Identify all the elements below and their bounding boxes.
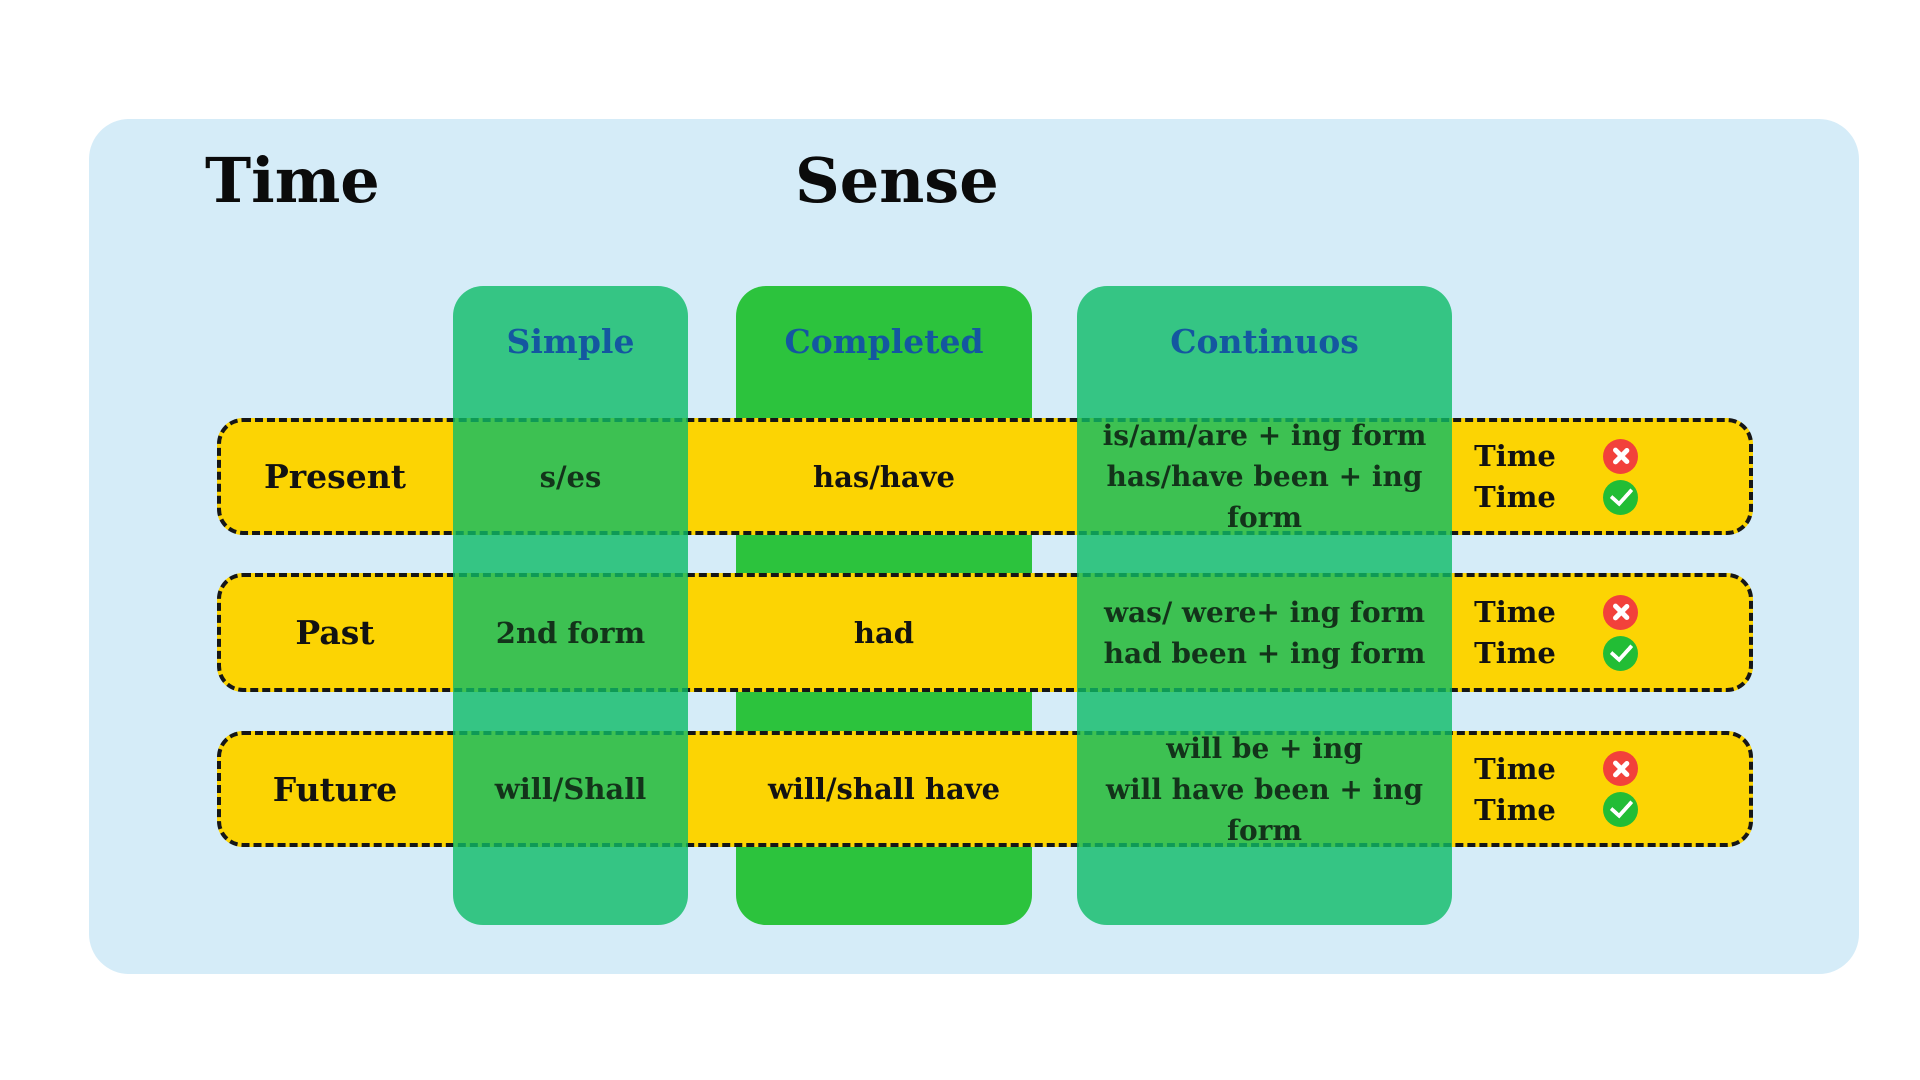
cross-icon bbox=[1603, 438, 1638, 474]
title-sense: Sense bbox=[795, 144, 999, 217]
continuous-line: will be + ing bbox=[1166, 731, 1363, 765]
continuous-line: was/ were+ ing form bbox=[1103, 595, 1426, 629]
time-label: Time bbox=[1474, 751, 1556, 786]
time-status-row: Time bbox=[1445, 592, 1675, 633]
column-header-completed: Completed bbox=[784, 321, 984, 361]
check-icon bbox=[1603, 792, 1638, 827]
time-label: Time bbox=[1474, 480, 1556, 514]
continuous-line: had been + ing form bbox=[1103, 636, 1426, 670]
column-header-continuous: Continuos bbox=[1170, 321, 1359, 361]
check-icon bbox=[1603, 479, 1638, 515]
continuous-line: is/am/are + ing form bbox=[1102, 419, 1427, 452]
time-label: Time bbox=[1474, 439, 1556, 473]
cell-future-completed: will/shall have bbox=[767, 772, 1001, 806]
check-icon bbox=[1603, 635, 1638, 671]
cell-future-continuous: will be + ing will have been + ing form bbox=[1077, 731, 1452, 847]
row-label-future: Future bbox=[272, 769, 398, 809]
time-status-row: Time bbox=[1445, 436, 1675, 477]
column-header-simple: Simple bbox=[506, 321, 635, 361]
cell-present-simple: s/es bbox=[539, 459, 602, 494]
cell-future-simple: will/Shall bbox=[494, 772, 647, 806]
cell-past-time: Time Time bbox=[1445, 573, 1675, 692]
cell-future-time: Time Time bbox=[1445, 731, 1675, 847]
cross-icon bbox=[1603, 751, 1638, 786]
title-time: Time bbox=[205, 144, 380, 217]
time-status-row: Time bbox=[1445, 477, 1675, 518]
time-status-row: Time bbox=[1445, 789, 1675, 830]
row-label-past: Past bbox=[295, 613, 375, 652]
cell-past-continuous: was/ were+ ing form had been + ing form bbox=[1077, 573, 1452, 692]
column-simple bbox=[453, 286, 688, 925]
continuous-line: has/have been + ing form bbox=[1106, 460, 1423, 534]
cell-present-continuous: is/am/are + ing form has/have been + ing… bbox=[1077, 418, 1452, 535]
cell-past-completed: had bbox=[853, 615, 915, 650]
cross-icon bbox=[1603, 594, 1638, 630]
continuous-line: will have been + ing form bbox=[1105, 772, 1424, 847]
row-label-present: Present bbox=[263, 457, 406, 496]
time-status-row: Time bbox=[1445, 633, 1675, 674]
cell-present-completed: has/have bbox=[813, 459, 955, 494]
time-label: Time bbox=[1474, 636, 1556, 670]
time-label: Time bbox=[1474, 792, 1556, 827]
cell-past-simple: 2nd form bbox=[495, 615, 646, 650]
time-label: Time bbox=[1474, 595, 1556, 629]
time-status-row: Time bbox=[1445, 748, 1675, 789]
cell-present-time: Time Time bbox=[1445, 418, 1675, 535]
column-continuous bbox=[1077, 286, 1452, 925]
